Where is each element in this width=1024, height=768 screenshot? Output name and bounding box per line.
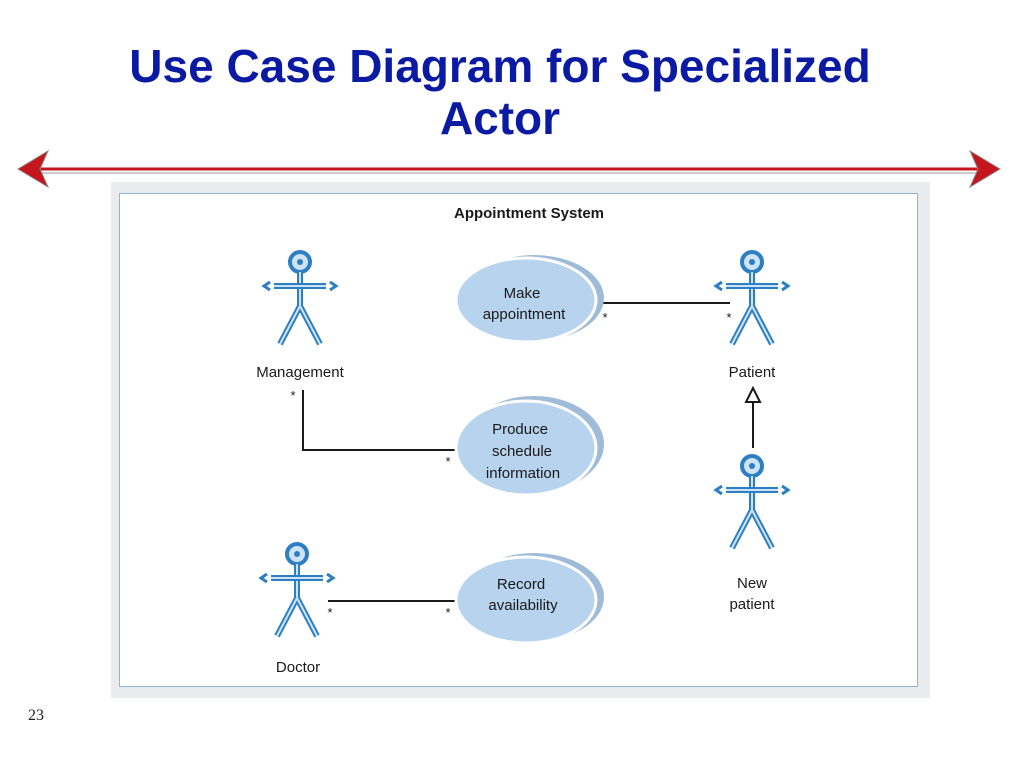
slide-title-line-2: Actor [439, 92, 561, 144]
left-arrowhead-icon [17, 149, 50, 189]
use-case-record-availability-line-2: availability [488, 597, 558, 614]
new-patient-actor-icon [716, 456, 788, 548]
use-case-make-appointment-line-2: appointment [483, 306, 566, 323]
association-line-management [302, 390, 458, 451]
multiplicity-management: * [290, 388, 295, 403]
multiplicity-make-appointment: * [602, 310, 607, 325]
actor-management-label: Management [256, 364, 344, 381]
actor-patient[interactable]: Patient [716, 252, 788, 381]
actor-management[interactable]: Management [256, 252, 345, 381]
slide-title: Use Case Diagram for Specialized Actor [0, 40, 1000, 144]
multiplicity-produce-schedule: * [445, 454, 450, 469]
multiplicity-doctor: * [327, 605, 332, 620]
system-name: Appointment System [454, 205, 604, 222]
use-case-produce-schedule-line-1: Produce [492, 421, 548, 438]
use-case-produce-schedule[interactable]: Produce schedule information [454, 396, 604, 497]
use-case-record-availability[interactable]: Record availability [454, 553, 604, 645]
use-case-record-availability-line-1: Record [497, 576, 545, 593]
patient-actor-icon [716, 252, 788, 344]
doctor-actor-icon [261, 544, 333, 636]
right-arrowhead-icon [968, 149, 1001, 189]
multiplicity-patient: * [726, 310, 731, 325]
actor-new-patient[interactable]: New patient [716, 456, 788, 613]
slide-number: 23 [28, 707, 44, 724]
use-case-make-appointment-line-1: Make [504, 285, 541, 302]
use-case-produce-schedule-line-2: schedule [492, 443, 552, 460]
actor-doctor[interactable]: Doctor [261, 544, 333, 676]
actor-new-patient-label-line-2: patient [729, 596, 775, 613]
multiplicity-record-availability: * [445, 605, 450, 620]
management-actor-icon [264, 252, 336, 344]
actor-new-patient-label-line-1: New [737, 575, 767, 592]
slide-title-line-1: Use Case Diagram for Specialized [129, 40, 871, 92]
use-case-make-appointment[interactable]: Make appointment [454, 255, 604, 344]
actor-patient-label: Patient [729, 364, 777, 381]
double-arrow-divider [17, 149, 1001, 189]
actor-doctor-label: Doctor [276, 659, 320, 676]
generalization-arrowhead-icon [744, 385, 762, 403]
use-case-produce-schedule-line-3: information [486, 465, 560, 482]
